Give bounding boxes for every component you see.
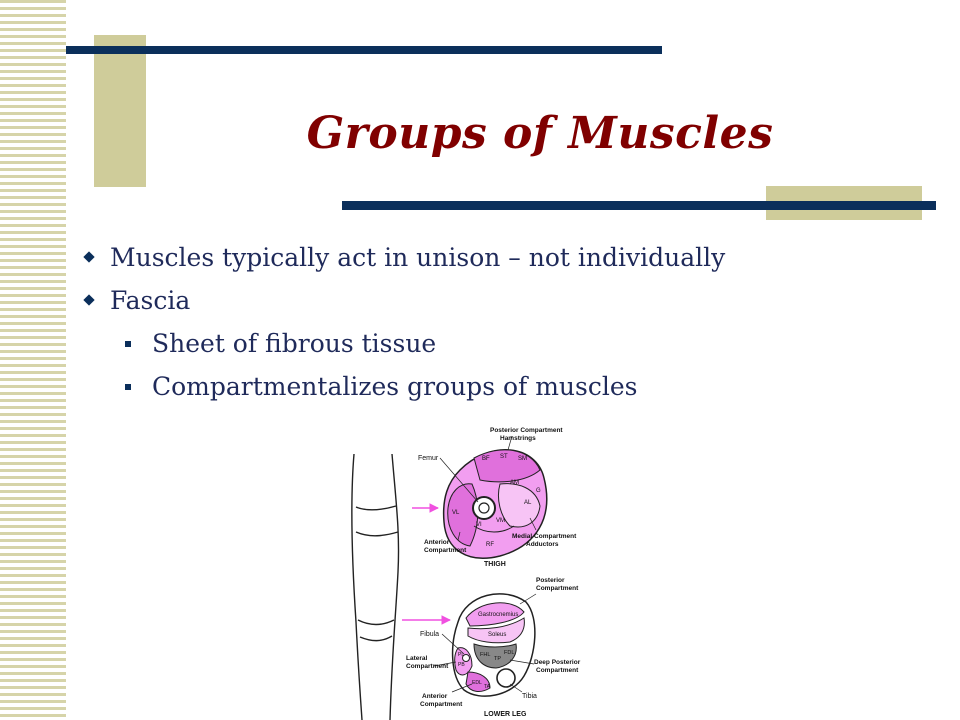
- leg-label-lines: [433, 593, 537, 693]
- muscle-label: VM: [496, 518, 505, 524]
- muscle-label: Soleus: [488, 632, 506, 638]
- diamond-bullet-icon: [83, 294, 95, 306]
- bullet-list: Muscles typically act in unison – not in…: [80, 236, 725, 408]
- decorative-stripes: [0, 0, 66, 720]
- muscle-label: VI: [476, 522, 482, 528]
- bullet-text: Fascia: [110, 286, 191, 315]
- muscle-label: AL: [524, 500, 532, 506]
- muscle-label: FHL: [480, 652, 490, 658]
- muscle-compartments-figure: BF ST SM AM AL G VL VI VM RF Posterior C…: [351, 427, 581, 720]
- bullet-text: Muscles typically act in unison – not in…: [110, 243, 726, 272]
- slide-title: Groups of Muscles: [306, 108, 774, 159]
- muscle-label: SM: [518, 456, 527, 462]
- muscle-label: ST: [500, 454, 508, 460]
- diamond-bullet-icon: [83, 251, 95, 263]
- leg-posterior-label: Posterior: [536, 577, 565, 584]
- muscle-label: Gastrocnemius: [478, 612, 518, 618]
- bullet-item: Fascia: [80, 279, 725, 322]
- decorative-tan-bar: [94, 35, 146, 187]
- leg-anterior-sublabel: Compartment: [420, 701, 463, 708]
- sub-bullet-item: Compartmentalizes groups of muscles: [80, 365, 725, 408]
- muscle-label: TP: [494, 656, 501, 662]
- femur-label: Femur: [418, 455, 439, 462]
- leg-anterior-label: Anterior: [422, 693, 448, 700]
- muscle-label: G: [536, 488, 541, 494]
- muscle-label: TA: [484, 684, 491, 690]
- muscle-label: AM: [510, 480, 519, 486]
- square-bullet-icon: [125, 341, 131, 347]
- leg-outline-illustration: [351, 453, 400, 720]
- muscle-label: FDL: [504, 650, 514, 656]
- leg-lateral-label: Lateral: [406, 655, 428, 662]
- fibula-label: Fibula: [420, 631, 439, 638]
- thigh-label-lines: [439, 435, 537, 541]
- bullet-item: Muscles typically act in unison – not in…: [80, 236, 725, 279]
- lower-leg-cross-section: Gastrocnemius Soleus FHL TP FDL PB PL ED…: [451, 593, 536, 697]
- thigh-anterior-label: Anterior: [424, 539, 450, 546]
- muscle-label: VL: [452, 510, 460, 516]
- muscle-label: EDL: [472, 680, 482, 686]
- leg-caption: LOWER LEG: [484, 711, 527, 718]
- bullet-text: Sheet of fibrous tissue: [152, 329, 437, 358]
- thigh-caption: THIGH: [484, 561, 506, 568]
- sub-bullet-item: Sheet of fibrous tissue: [80, 322, 725, 365]
- leg-deep-sublabel: Compartment: [536, 667, 579, 674]
- leg-lateral-sublabel: Compartment: [406, 663, 449, 670]
- tibia-label: Tibia: [522, 693, 537, 700]
- muscle-label: BF: [482, 456, 490, 462]
- muscle-label: PB: [458, 662, 465, 668]
- decorative-navy-rule-top: [66, 46, 662, 54]
- leg-posterior-sublabel: Compartment: [536, 585, 579, 592]
- bullet-text: Compartmentalizes groups of muscles: [152, 372, 638, 401]
- thigh-medial-label: Medial Compartment: [512, 533, 577, 540]
- thigh-anterior-sublabel: Compartment: [424, 547, 467, 554]
- muscle-label: PL: [458, 652, 464, 658]
- leg-deep-label: Deep Posterior: [534, 659, 581, 666]
- thigh-cross-section: BF ST SM AM AL G VL VI VM RF: [442, 449, 548, 559]
- thigh-posterior-label: Posterior Compartment: [490, 427, 563, 434]
- decorative-navy-rule-bottom: [342, 201, 936, 210]
- muscle-label: RF: [486, 542, 494, 548]
- thigh-medial-sublabel: Adductors: [526, 541, 559, 548]
- thigh-posterior-sublabel: Hamstrings: [500, 435, 536, 442]
- square-bullet-icon: [125, 384, 131, 390]
